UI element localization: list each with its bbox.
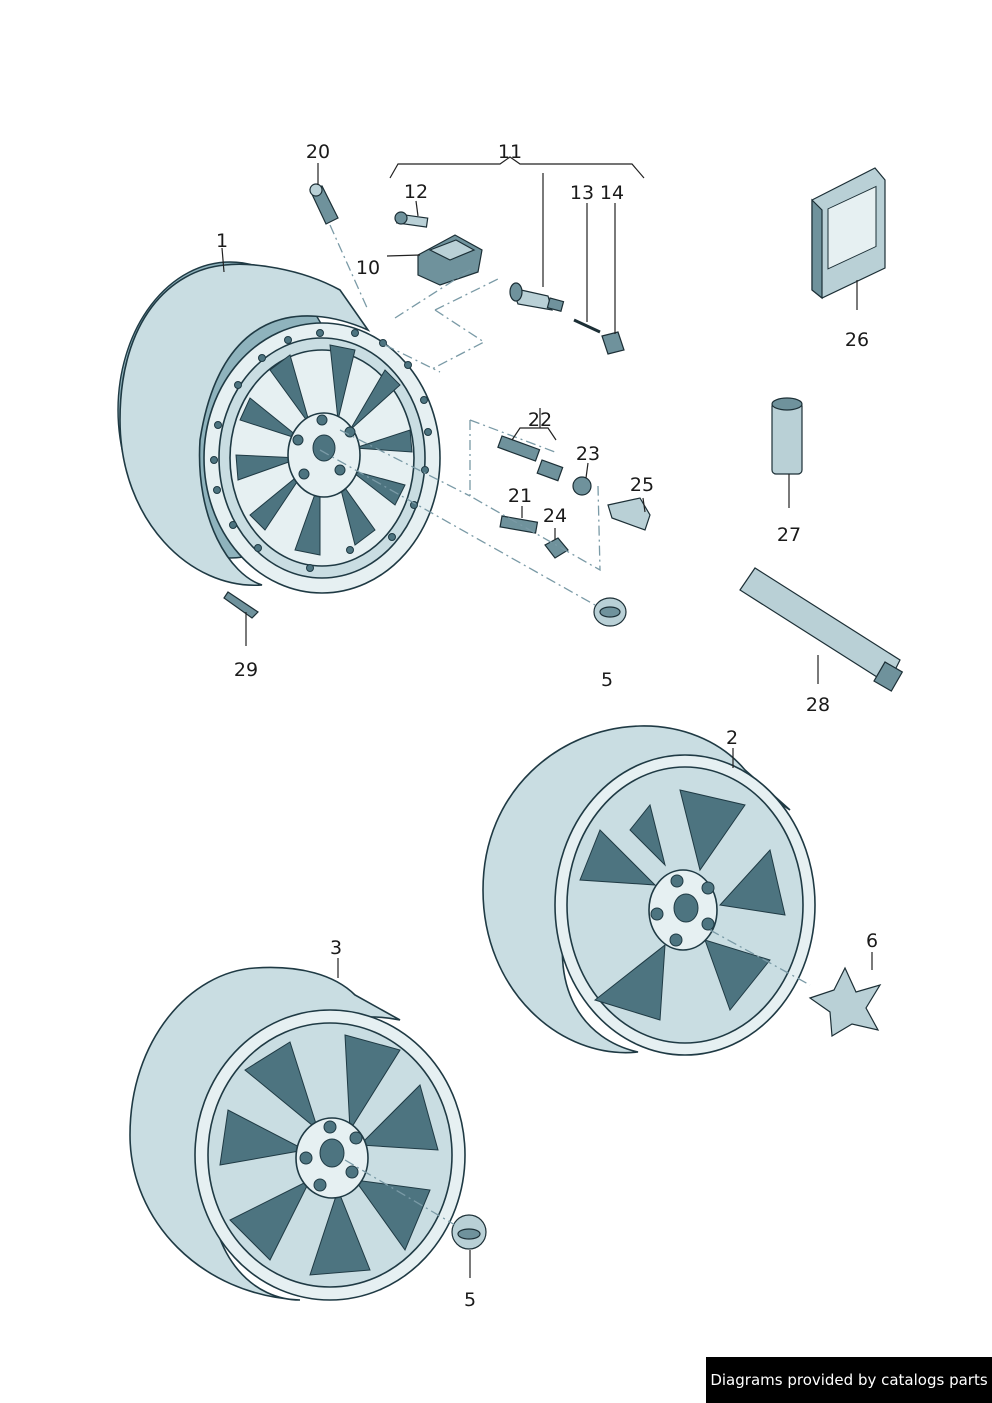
callout-22: 22: [528, 409, 552, 431]
center-cap-5b: [451, 1214, 487, 1250]
socket-27: [771, 397, 803, 475]
callout-29: 29: [234, 659, 258, 681]
callout-5-upper: 5: [601, 669, 613, 691]
valve-core-13: [573, 318, 601, 334]
callout-13: 13: [570, 182, 594, 204]
callout-20: 20: [306, 141, 330, 163]
valve-11: [509, 282, 565, 313]
callout-12: 12: [404, 181, 428, 203]
tpms-sensor-10: [417, 234, 483, 286]
grease-tube-28: [739, 567, 904, 692]
center-cap-5a: [593, 597, 627, 627]
callout-27: 27: [777, 524, 801, 546]
wheel-3-openings: [219, 1034, 439, 1276]
tool-25: [607, 497, 651, 531]
wheel-2: [482, 725, 816, 1056]
cap-24: [544, 537, 569, 559]
callout-10: 10: [356, 257, 380, 279]
wheel-1: [117, 261, 441, 594]
wheel-2-openings: [579, 789, 786, 1021]
callout-5-lower: 5: [464, 1289, 476, 1311]
callout-1: 1: [216, 230, 228, 252]
callout-2: 2: [726, 727, 738, 749]
callout-25: 25: [630, 474, 654, 496]
wheel-1-spokes: [235, 344, 413, 556]
assembly-lines: [319, 224, 811, 1226]
callout-21: 21: [508, 485, 532, 507]
callout-labels: 1 20 12 10 11 13 14 26 22 23 25 21 24 27…: [216, 141, 878, 1311]
attribution-footer: Diagrams provided by catalogs parts: [706, 1357, 992, 1403]
callout-6: 6: [866, 930, 878, 952]
callout-26: 26: [845, 329, 869, 351]
valve-cap-14: [601, 331, 625, 355]
center-cap-6: [808, 966, 882, 1038]
callout-11: 11: [498, 141, 522, 163]
screw-12: [394, 211, 429, 228]
callout-24: 24: [543, 505, 567, 527]
nut-23: [572, 476, 592, 496]
balance-weight-29: [223, 591, 259, 619]
wheel-3: [129, 966, 466, 1301]
wheel-1-rim-bolts: [210, 329, 432, 572]
callout-14: 14: [600, 182, 624, 204]
callout-28: 28: [806, 694, 830, 716]
callout-23: 23: [576, 443, 600, 465]
valve-20: [309, 183, 339, 225]
callout-3: 3: [330, 937, 342, 959]
leader-lines: [221, 156, 873, 1278]
bolt-kit-26: [811, 167, 886, 300]
